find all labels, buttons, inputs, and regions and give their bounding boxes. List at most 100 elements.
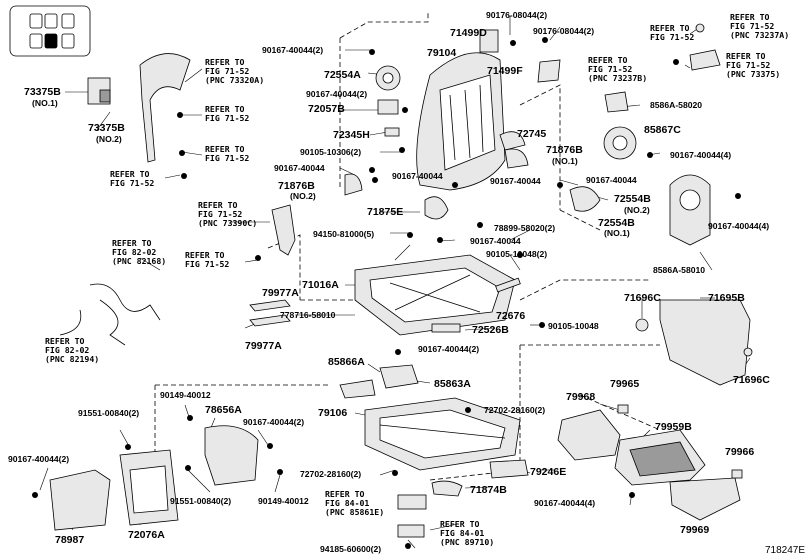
label-71876b-no1: 71876B — [546, 144, 583, 156]
cover-8586a-58020 — [604, 91, 629, 113]
label-71696c-1: 71696C — [624, 292, 661, 304]
label-72702-b: 72702-28160(2) — [300, 469, 362, 479]
cover-73375 — [689, 49, 721, 71]
cover-72526b — [431, 323, 461, 333]
label-71876b-no2-note: (NO.2) — [290, 191, 316, 201]
cover-79246e — [489, 459, 529, 479]
ref-fig-82-02-82194: REFER TO FIG 82-02 (PNC 82194) — [45, 336, 100, 365]
cover-78656a — [204, 425, 259, 486]
label-72057b: 72057B — [308, 103, 345, 115]
clip-71696c-2 — [743, 347, 753, 357]
label-72554b-no2: 72554B — [614, 193, 651, 205]
label-90149-2: 90149-40012 — [258, 496, 309, 506]
label-79965: 79965 — [610, 378, 640, 390]
label-90167-top-left: 90167-40044(2) — [262, 45, 324, 55]
diagram-code: 718247E — [764, 545, 805, 556]
label-71499f: 71499F — [487, 65, 523, 77]
label-73375b-no2: 73375B — [88, 122, 125, 134]
label-72702-a: 72702-28160(2) — [484, 405, 546, 415]
cover-72745 — [499, 131, 526, 151]
cover-78987 — [49, 469, 111, 531]
pin-72345h — [384, 127, 400, 137]
label-91551-a: 91551-00840(2) — [78, 408, 140, 418]
label-72345h: 72345H — [333, 129, 370, 141]
seat-belt-strap — [139, 53, 191, 163]
ref-fig-71-52-a: REFER TO FIG 71-52 — [205, 104, 250, 124]
label-90167-far-right-4: 90167-40044(4) — [708, 221, 770, 231]
cover-71876b-no1 — [504, 148, 529, 169]
cover-71874b — [431, 480, 463, 497]
label-91551-b: 91551-00840(2) — [170, 496, 232, 506]
label-72554a: 72554A — [324, 69, 361, 81]
ref-fig-71-52-73237b: REFER TO FIG 71-52 (PNC 73237B) — [588, 55, 648, 84]
label-90167-left-1: 90167-40044 — [274, 163, 325, 173]
label-90167-center-2: 90167-40044 — [470, 236, 521, 246]
hook-71875e — [424, 196, 449, 220]
clip-73237a — [695, 23, 705, 33]
label-85867c: 85867C — [644, 124, 681, 136]
label-72076a: 72076A — [128, 529, 165, 541]
label-90167-right-4: 90167-40044(4) — [670, 150, 732, 160]
label-73375b-no1-note: (NO.1) — [32, 98, 58, 108]
ref-fig-84-01-85861e: REFER TO FIG 84-01 (PNC 85861E) — [325, 489, 385, 518]
pad-79977a-1 — [249, 299, 291, 312]
label-71695b: 71695B — [708, 292, 745, 304]
label-90105-10048: 90105-10048 — [548, 321, 599, 331]
label-72745: 72745 — [517, 128, 547, 140]
label-78656a: 78656A — [205, 404, 242, 416]
label-90167-mid-2: 90167-40044(2) — [418, 344, 480, 354]
label-72554b-no2-note: (NO.2) — [624, 205, 650, 215]
sensor-85861e — [397, 494, 427, 510]
label-72676: 72676 — [496, 310, 526, 322]
ref-fig-71-52-73320a: REFER TO FIG 71-52 (PNC 73320A) — [205, 57, 265, 86]
ref-fig-71-52-e: REFER TO FIG 71-52 — [185, 250, 230, 270]
wire-harness — [59, 283, 161, 346]
label-90176-b: 90176-08044(2) — [533, 26, 595, 36]
handle-73390c — [271, 204, 296, 256]
ref-fig-71-52-73237a: REFER TO FIG 71-52 (PNC 73237A) — [730, 12, 790, 41]
label-85866a: 85866A — [328, 356, 365, 368]
label-90149-1: 90149-40012 — [160, 390, 211, 400]
label-778716: 778716-58010 — [280, 310, 336, 320]
label-8586a-58020: 8586A-58020 — [650, 100, 703, 110]
label-78987: 78987 — [55, 534, 85, 546]
label-71875e: 71875E — [367, 206, 404, 218]
label-8586a-58010: 8586A-58010 — [653, 265, 706, 275]
vehicle-locator-icon — [9, 5, 91, 57]
label-85863a: 85863A — [434, 378, 471, 390]
label-79977a-2: 79977A — [245, 340, 282, 352]
ref-fig-71-52-73390c: REFER TO FIG 71-52 (PNC 73390C) — [198, 200, 258, 229]
label-73375b-no1: 73375B — [24, 86, 61, 98]
ref-fig-84-01-89710: REFER TO FIG 84-01 (PNC 89710) — [440, 519, 495, 548]
label-90105-10306: 90105-10306(2) — [300, 147, 362, 157]
label-72554b-no1: 72554B — [598, 217, 635, 229]
label-94185: 94185-60600(2) — [320, 544, 382, 554]
label-79977a-1: 79977A — [262, 287, 299, 299]
label-72554b-no1-note: (NO.1) — [604, 228, 630, 238]
pad-79977a-2 — [249, 314, 291, 327]
label-79104: 79104 — [427, 47, 457, 59]
label-79969: 79969 — [680, 524, 710, 536]
label-94150: 94150-81000(5) — [313, 229, 375, 239]
label-78899: 78899-58020(2) — [494, 223, 556, 233]
label-79106: 79106 — [318, 407, 348, 419]
label-71016a: 71016A — [302, 279, 339, 291]
panel-71695b — [659, 299, 751, 386]
cover-79968 — [557, 409, 621, 461]
cover-71499f — [537, 59, 561, 83]
label-71499d: 71499D — [450, 27, 487, 39]
label-79959b: 79959B — [655, 421, 692, 433]
label-90105-10048-2: 90105-10048(2) — [486, 249, 548, 259]
label-79968: 79968 — [566, 391, 596, 403]
label-72526b: 72526B — [472, 324, 509, 336]
ref-fig-71-52-73375: REFER TO FIG 71-52 (PNC 73375) — [726, 51, 781, 80]
label-90167-mid-a: 90167-40044(2) — [306, 89, 368, 99]
label-79966: 79966 — [725, 446, 755, 458]
bar-72676 — [495, 277, 521, 293]
cover-79969 — [669, 477, 741, 521]
label-71874b: 71874B — [470, 484, 507, 496]
label-79246e: 79246E — [530, 466, 567, 478]
cover-71499d — [479, 29, 499, 53]
